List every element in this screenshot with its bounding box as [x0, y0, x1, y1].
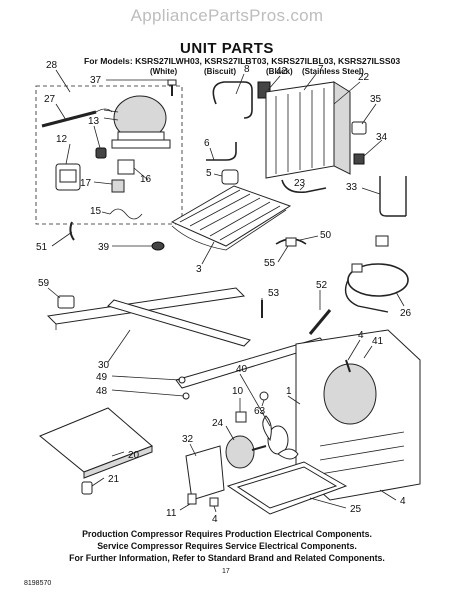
page-title: UNIT PARTS [180, 40, 274, 57]
callout-34: 34 [376, 132, 388, 143]
note-production: Production Compressor Requires Productio… [82, 529, 372, 539]
part-5 [221, 169, 239, 185]
callout-6: 6 [204, 138, 210, 149]
callout-7: 7 [318, 64, 324, 75]
note-further-info: For Further Information, Refer to Standa… [69, 553, 385, 563]
relay-part [55, 163, 81, 191]
note-service: Service Compressor Requires Service Elec… [97, 541, 357, 551]
base-frame-part [46, 287, 327, 389]
callout-4-top: 4 [358, 330, 364, 341]
part-55 [285, 237, 297, 247]
site-watermark: AppliancePartsPros.com [130, 6, 324, 25]
callout-48: 48 [96, 386, 108, 397]
callout-4-bottom: 4 [212, 514, 218, 525]
callout-24: 24 [212, 418, 224, 429]
callout-5: 5 [206, 168, 212, 179]
screw-4-upper [345, 359, 351, 373]
tube-33 [379, 176, 407, 217]
callout-51: 51 [36, 242, 48, 253]
callout-23: 23 [294, 178, 306, 189]
part-35 [351, 121, 367, 135]
part-11 [187, 493, 197, 505]
tube-23 [281, 179, 327, 194]
callout-52: 52 [316, 280, 328, 291]
callout-59: 59 [38, 278, 50, 289]
callout-32: 32 [182, 434, 194, 445]
callout-16: 16 [140, 174, 152, 185]
callout-33: 33 [346, 182, 358, 193]
callout-26: 26 [400, 308, 412, 319]
callout-13: 13 [88, 116, 100, 127]
variant-biscuit: (Biscuit) [204, 67, 236, 76]
notes-block: Production Compressor Requires Productio… [0, 528, 454, 564]
variant-white: (White) [150, 67, 178, 76]
callout-8: 8 [244, 64, 250, 75]
callout-40: 40 [236, 364, 248, 375]
models-line: For Models: KSRS27ILWH03, KSRS27ILBT03, … [84, 56, 401, 66]
part-51 [69, 221, 75, 241]
callout-3: 3 [196, 264, 202, 275]
part-10 [235, 411, 247, 423]
fan-blade-part [262, 415, 299, 460]
callout-11: 11 [166, 508, 177, 519]
page-number: 17 [222, 568, 230, 575]
condenser-part [265, 81, 351, 179]
callout-42: 42 [276, 66, 288, 77]
part-59 [57, 295, 75, 309]
callout-22: 22 [358, 72, 370, 83]
part-13 [95, 147, 107, 159]
compressor-group-outline [35, 85, 183, 225]
callout-55: 55 [264, 258, 276, 269]
drain-pan-part [226, 461, 348, 515]
callout-1: 1 [286, 386, 292, 397]
variant-black: (Black) [266, 67, 293, 76]
tube-6 [206, 142, 237, 161]
callout-28: 28 [46, 60, 58, 71]
callout-17: 17 [80, 178, 92, 189]
callout-numbers: 28 37 8 42 7 22 27 13 35 12 34 17 16 6 5… [36, 60, 412, 525]
callout-27: 27 [44, 94, 56, 105]
part-16 [117, 159, 135, 175]
callout-10: 10 [232, 386, 244, 397]
callout-63: 63 [254, 406, 266, 417]
part-63 [259, 391, 269, 401]
callout-20: 20 [128, 450, 140, 461]
compressor-part [103, 95, 171, 149]
callout-25: 25 [350, 504, 362, 515]
bracket-32 [185, 445, 225, 501]
doc-number: 8198570 [24, 580, 52, 587]
part-4-lower [209, 497, 219, 507]
callout-21: 21 [108, 474, 120, 485]
callout-4-right: 4 [400, 496, 406, 507]
callout-49: 49 [96, 372, 108, 383]
tube-8 [212, 81, 253, 119]
part-34 [353, 153, 365, 165]
callout-39: 39 [98, 242, 110, 253]
variant-stainless: (Stainless Steel) [302, 67, 364, 76]
part-17 [111, 179, 125, 193]
grommet-39 [151, 241, 165, 251]
harness-part [344, 235, 409, 313]
wire-15 [109, 208, 143, 220]
probe-part [41, 108, 113, 128]
callout-30: 30 [98, 360, 110, 371]
part-52 [308, 309, 332, 335]
fan-motor-part [225, 435, 267, 469]
evaporator-part [170, 185, 292, 251]
callout-15: 15 [90, 206, 102, 217]
cover-plate-part [39, 407, 153, 479]
callout-12: 12 [56, 134, 68, 145]
callout-50: 50 [320, 230, 332, 241]
callout-37: 37 [90, 75, 102, 86]
fan-shroud-part [295, 329, 421, 501]
callout-53: 53 [268, 288, 280, 299]
screw-37 [167, 79, 177, 96]
callout-41: 41 [372, 336, 384, 347]
callout-35: 35 [370, 94, 382, 105]
foot-21 [81, 481, 93, 495]
leader-lines [47, 69, 405, 513]
